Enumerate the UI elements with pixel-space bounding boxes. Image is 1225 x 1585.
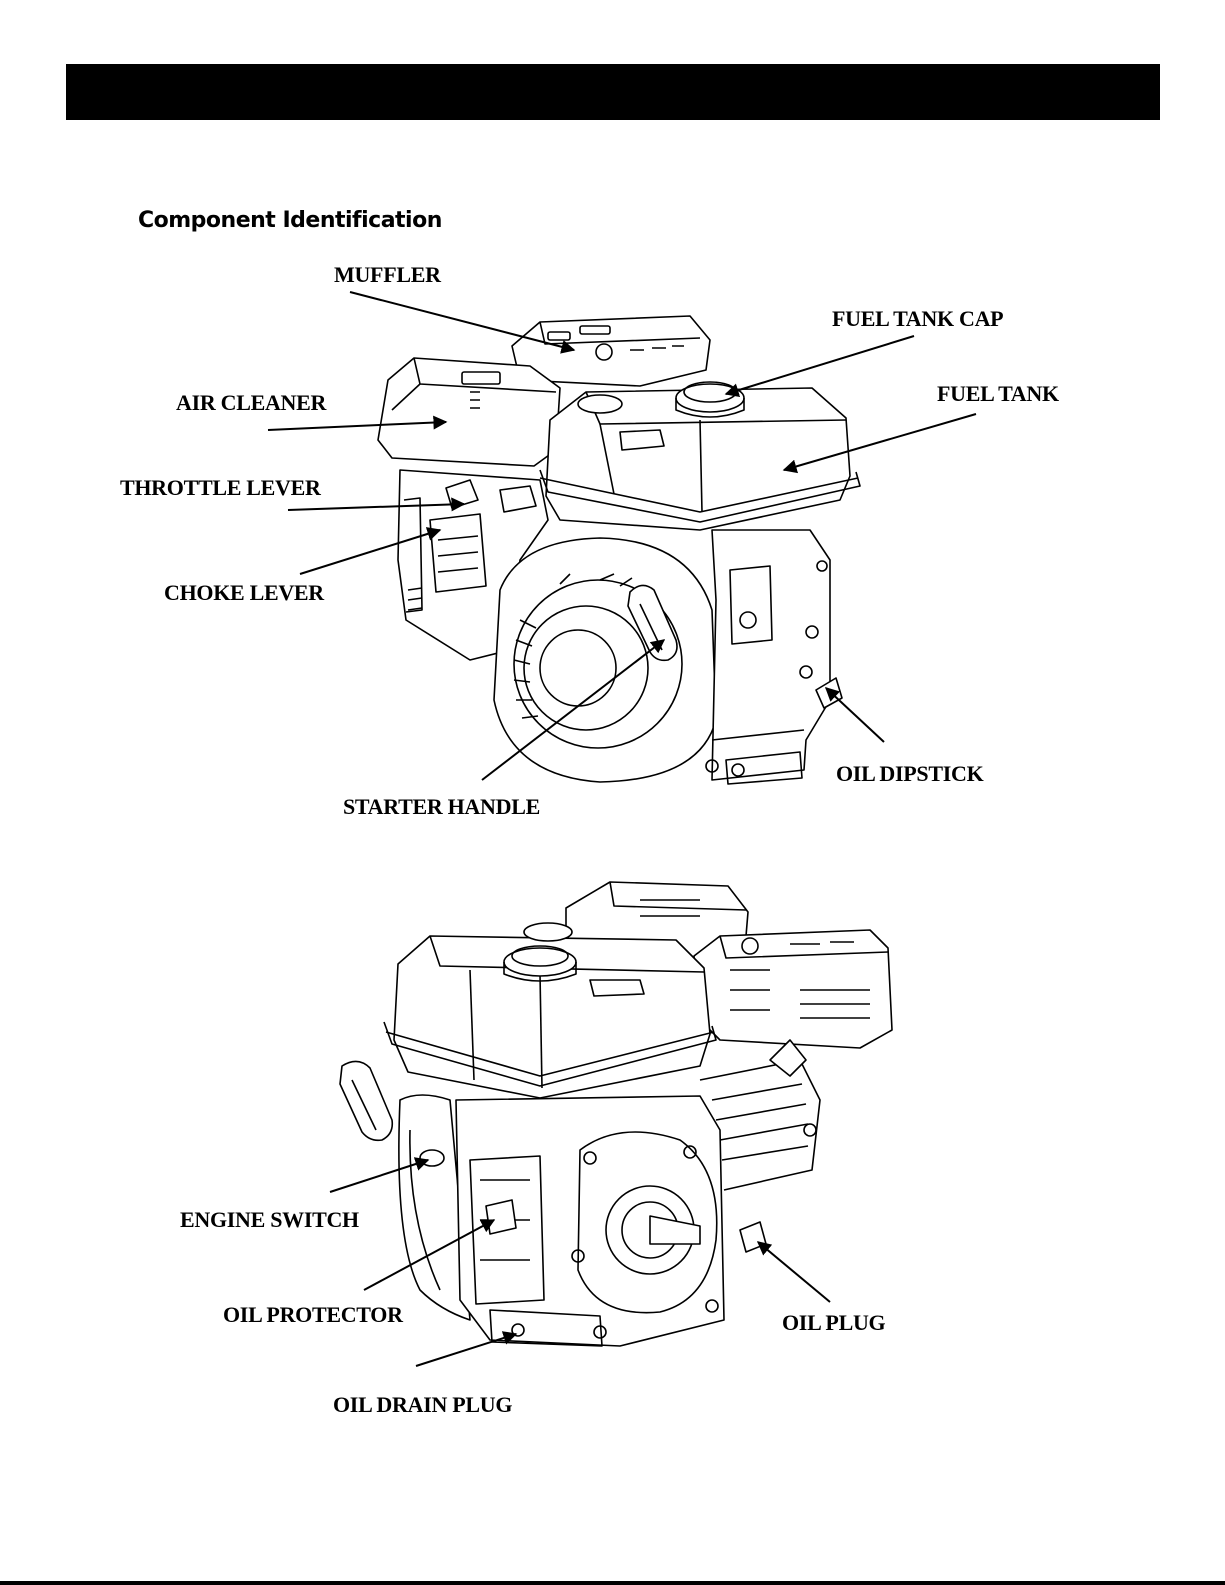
fuel-tank-front-shape bbox=[384, 923, 716, 1098]
fuel-tank-shape bbox=[540, 382, 860, 530]
crankcase-shape bbox=[706, 530, 842, 784]
leader-muffler bbox=[350, 292, 574, 350]
leader-oil-plug bbox=[758, 1242, 830, 1302]
leader-fuel-tank-cap bbox=[726, 336, 914, 394]
leader-oil-dipstick bbox=[826, 688, 884, 742]
muffler-rear-shape bbox=[694, 930, 892, 1048]
air-cleaner-shape bbox=[378, 358, 560, 466]
leader-oil-drain-plug bbox=[416, 1334, 516, 1366]
bottom-rule bbox=[0, 1581, 1225, 1585]
starter-handle-rear-shape bbox=[340, 1061, 392, 1140]
bottom-engine-drawing bbox=[340, 882, 892, 1346]
top-engine-drawing bbox=[378, 316, 860, 784]
